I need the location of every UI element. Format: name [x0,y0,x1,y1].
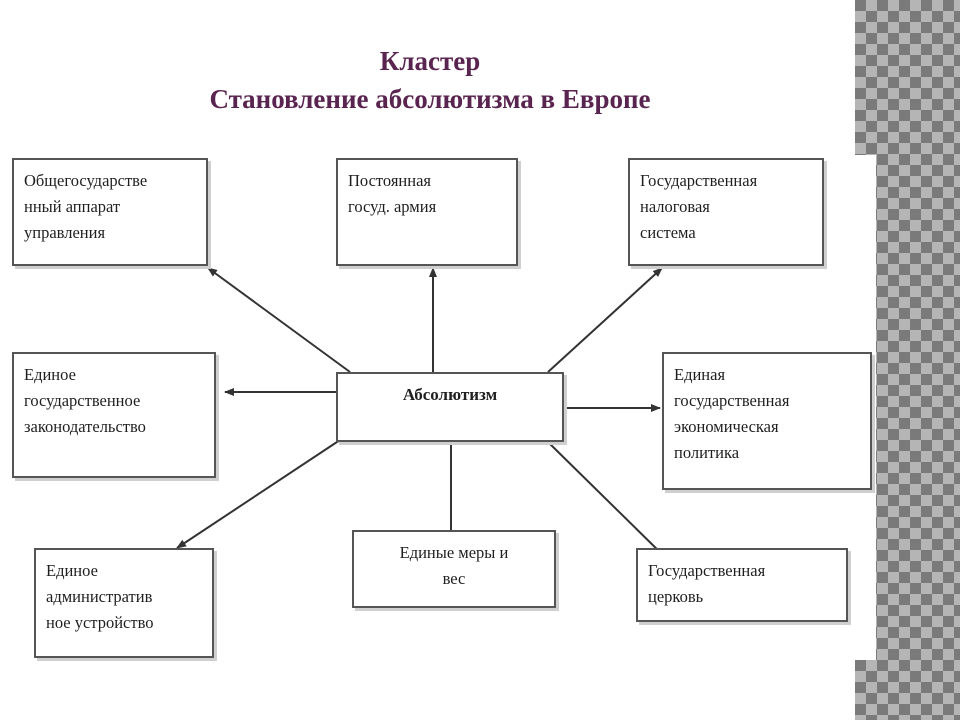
node-admin: Единое административ ное устройство [34,548,214,658]
arrow-to-apparatus [207,267,351,373]
node-law: Единое государственное законодательство [12,352,216,478]
node-economy-label: Единая государственная экономическая пол… [674,365,790,462]
node-army-label: Постоянная госуд. армия [348,171,437,216]
arrow-to-tax [547,267,663,373]
node-apparatus-label: Общегосударстве нный аппарат управления [24,171,148,242]
node-economy: Единая государственная экономическая пол… [662,352,872,490]
center-label: Абсолютизм [402,385,498,404]
node-church: Государственная церковь [636,548,848,622]
title-line-1: Кластер [379,46,481,76]
title-line-2: Становление абсолютизма в Европе [209,84,651,114]
slide-title: Кластер Становление абсолютизма в Европе [0,42,860,118]
node-measures-label: Единые меры и вес [399,543,509,588]
node-tax-label: Государственная налоговая система [640,171,758,242]
node-tax: Государственная налоговая система [628,158,824,266]
node-absolutism-center: Абсолютизм [336,372,564,442]
node-church-label: Государственная церковь [648,561,766,606]
node-apparatus: Общегосударстве нный аппарат управления [12,158,208,266]
arrow-to-admin [176,439,341,549]
arrow-to-church [547,441,669,561]
node-admin-label: Единое административ ное устройство [46,561,154,632]
node-army: Постоянная госуд. армия [336,158,518,266]
node-measures: Единые меры и вес [352,530,556,608]
node-law-label: Единое государственное законодательство [24,365,146,436]
